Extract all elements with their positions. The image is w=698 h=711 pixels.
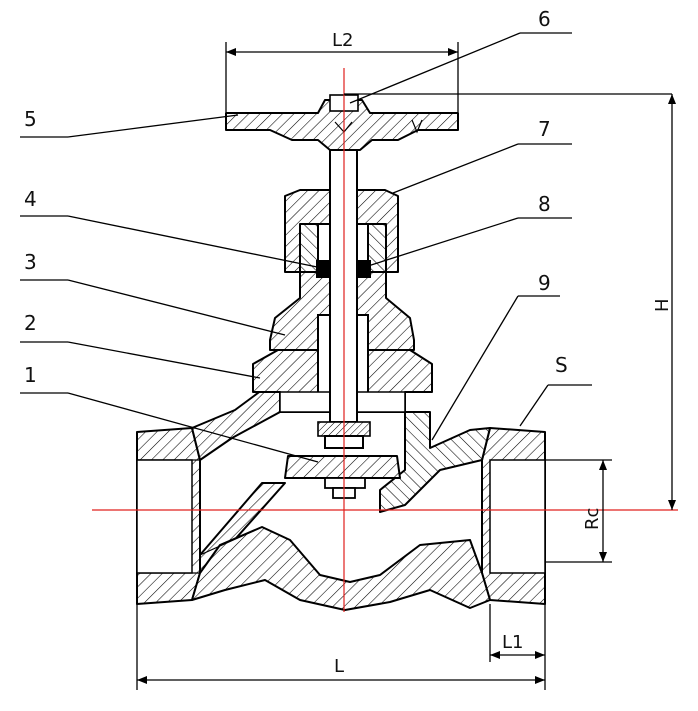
dim-h-label: H bbox=[652, 298, 673, 312]
body-upper-right-wall bbox=[379, 411, 491, 513]
callout-2: 2 bbox=[24, 311, 37, 335]
dim-l-label: L bbox=[334, 656, 344, 677]
dimensions: L2 H Rc S L1 L bbox=[136, 30, 676, 690]
callout-5: 5 bbox=[24, 107, 37, 131]
callout-6: 6 bbox=[538, 7, 551, 31]
callout-leaders: 5 6 7 4 8 3 9 2 1 bbox=[20, 7, 572, 463]
handwheel bbox=[225, 94, 459, 151]
centerlines bbox=[92, 68, 678, 612]
dim-l2-label: L2 bbox=[332, 30, 353, 51]
callout-9: 9 bbox=[538, 271, 551, 295]
dim-s-label: S bbox=[555, 353, 568, 377]
packing-right bbox=[357, 260, 371, 278]
gland-sleeve-right bbox=[367, 223, 387, 273]
callout-7: 7 bbox=[538, 117, 551, 141]
callout-4: 4 bbox=[24, 187, 37, 211]
callout-1: 1 bbox=[24, 363, 37, 387]
packing-left bbox=[316, 260, 330, 278]
body-lower-wall bbox=[191, 526, 491, 611]
right-port-bore bbox=[489, 459, 546, 574]
valve-disc bbox=[284, 455, 401, 479]
dim-l1-label: L1 bbox=[502, 632, 523, 653]
callout-8: 8 bbox=[538, 192, 551, 216]
callout-3: 3 bbox=[24, 250, 37, 274]
left-port-bore bbox=[136, 459, 193, 574]
dim-rc-label: Rc bbox=[582, 508, 603, 530]
valve-body bbox=[136, 365, 546, 611]
gland-sleeve-left bbox=[299, 223, 319, 273]
